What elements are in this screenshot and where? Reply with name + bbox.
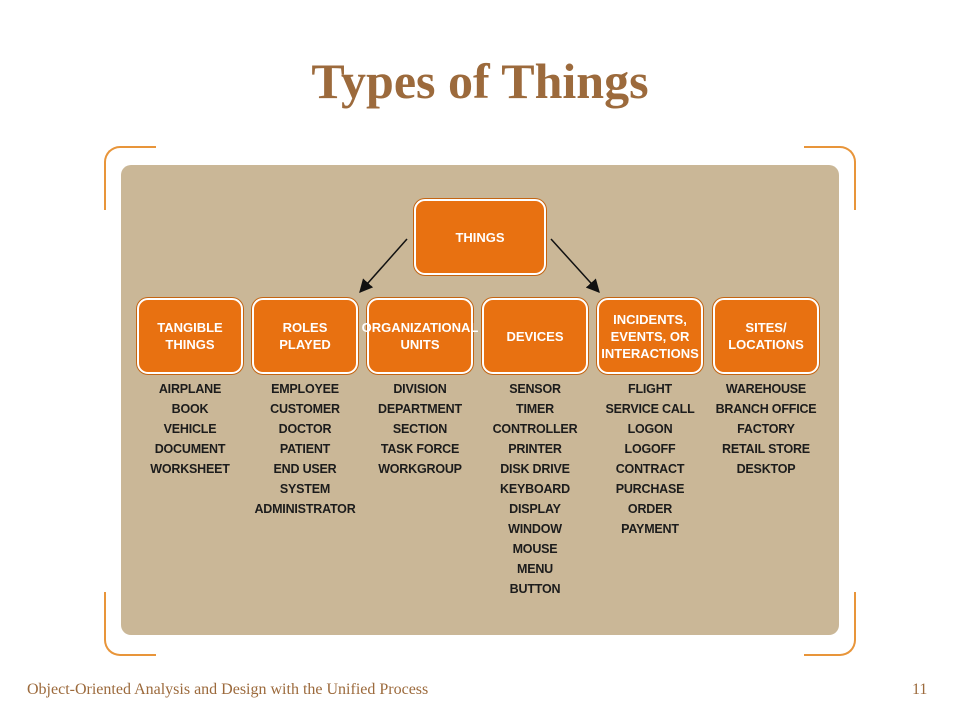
list-item: TASK FORCE [380,442,460,456]
category-devices: DEVICES [482,298,588,374]
list-item: TIMER [516,402,554,416]
arrow-left [359,238,408,294]
item-list-organizational-units: DIVISION DEPARTMENT SECTION TASK FORCE W… [357,379,483,479]
footer-course-title: Object-Oriented Analysis and Design with… [27,681,429,698]
list-item: BUTTON [509,582,561,596]
list-item: MOUSE [512,542,558,556]
list-item: DOCTOR [278,422,332,436]
list-item: FACTORY [737,422,795,436]
list-item: SERVICE CALL [605,402,695,416]
list-item: CONTRACT [615,462,685,476]
footer-page-number: 11 [912,681,928,698]
list-item: WINDOW [508,522,562,536]
list-item: DESKTOP [736,462,796,476]
item-list-roles-played: EMPLOYEE CUSTOMER DOCTOR PATIENT END USE… [242,379,368,519]
arrow-right [550,238,600,294]
list-item: SECTION [392,422,448,436]
list-item: DOCUMENT [154,442,226,456]
list-item: ORDER [627,502,673,516]
corner-bracket-top-right [804,146,856,210]
item-list-tangible-things: AIRPLANE BOOK VEHICLE DOCUMENT WORKSHEET [127,379,253,479]
list-item: MENU [516,562,553,576]
list-item: LOGON [627,422,673,436]
list-item: CONTROLLER [492,422,578,436]
item-list-sites-locations: WAREHOUSE BRANCH OFFICE FACTORY RETAIL S… [703,379,829,479]
list-item: PAYMENT [621,522,679,536]
item-list-devices: SENSOR TIMER CONTROLLER PRINTER DISK DRI… [472,379,598,599]
list-item: WAREHOUSE [725,382,807,396]
list-item: EMPLOYEE [271,382,339,396]
corner-bracket-bottom-left [104,592,156,656]
list-item: LOGOFF [624,442,676,456]
list-item: DISPLAY [509,502,561,516]
list-item: PATIENT [279,442,331,456]
list-item: ADMINISTRATOR [254,502,356,516]
list-item: PURCHASE [615,482,685,496]
corner-bracket-bottom-right [804,592,856,656]
list-item: WORKSHEET [150,462,230,476]
category-tangible-things: TANGIBLE THINGS [137,298,243,374]
list-item: FLIGHT [628,382,672,396]
list-item: PRINTER [508,442,562,456]
list-item: DISK DRIVE [500,462,570,476]
category-organizational-units: ORGANIZATIONAL UNITS [362,298,478,374]
list-item: RETAIL STORE [722,442,810,456]
list-item: END USER [273,462,337,476]
list-item: BRANCH OFFICE [715,402,817,416]
category-incidents-events-interactions: INCIDENTS, EVENTS, OR INTERACTIONS [597,298,703,374]
things-root-box: THINGS [414,199,546,275]
slide-title: Types of Things [311,53,649,109]
list-item: DEPARTMENT [378,402,462,416]
corner-bracket-top-left [104,146,156,210]
list-item: VEHICLE [163,422,217,436]
list-item: SYSTEM [279,482,331,496]
list-item: CUSTOMER [270,402,340,416]
list-item: DIVISION [393,382,447,396]
list-item: BOOK [171,402,209,416]
category-roles-played: ROLES PLAYED [252,298,358,374]
list-item: WORKGROUP [378,462,462,476]
category-sites-locations: SITES/ LOCATIONS [713,298,819,374]
list-item: KEYBOARD [500,482,570,496]
list-item: SENSOR [509,382,561,396]
list-item: AIRPLANE [158,382,222,396]
item-list-incidents-events-interactions: FLIGHT SERVICE CALL LOGON LOGOFF CONTRAC… [587,379,713,539]
